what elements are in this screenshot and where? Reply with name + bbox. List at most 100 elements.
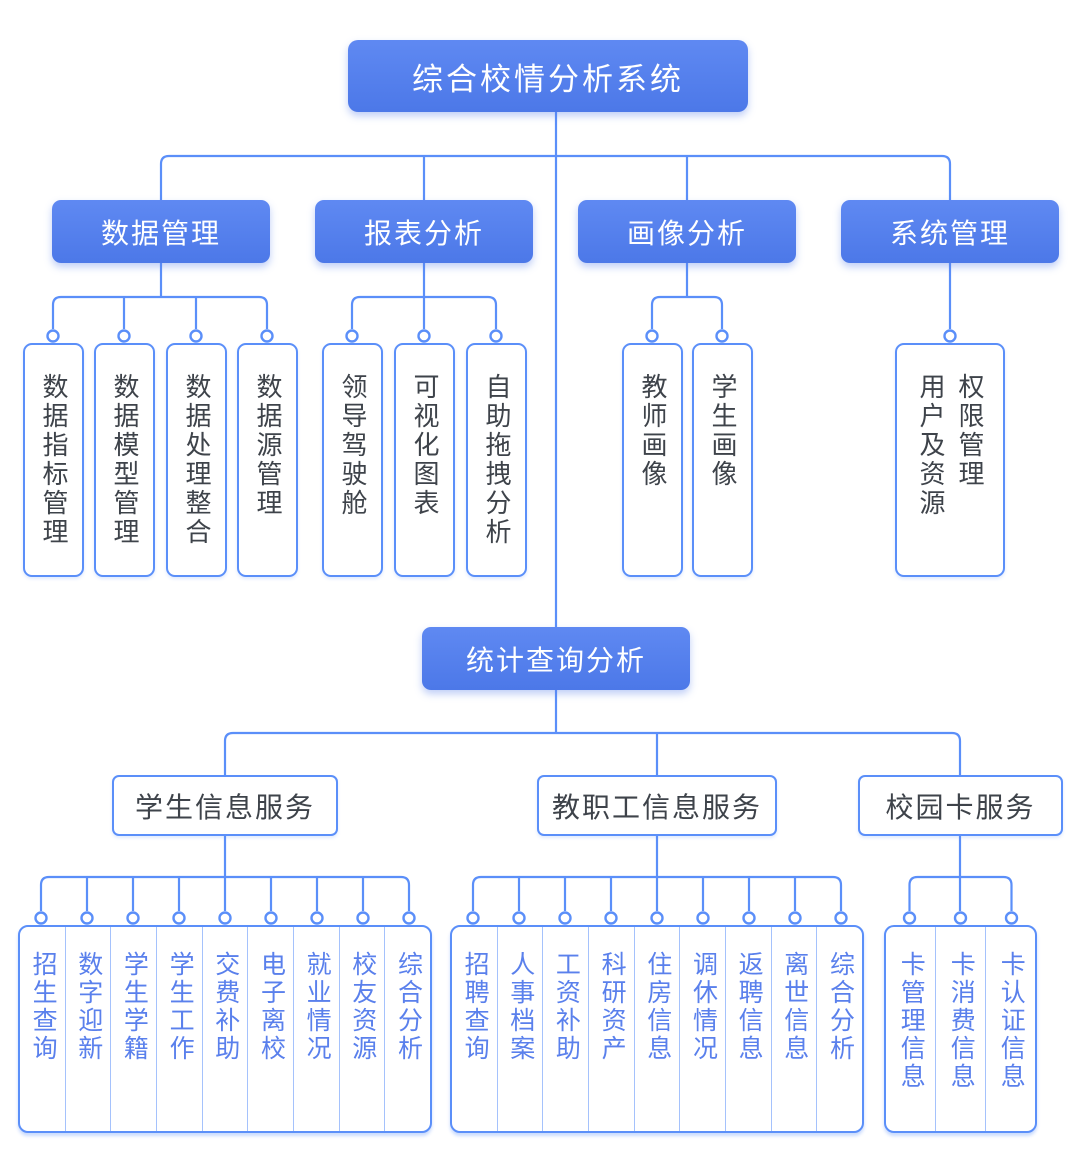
leaf-cell: 学生工作 (156, 927, 202, 1131)
leaf-cell: 综合分析 (384, 927, 430, 1131)
leaf-cell: 招生查询 (20, 927, 65, 1131)
wire-service-rail (223, 731, 962, 775)
wire-groupB (471, 836, 843, 911)
connector-dot (834, 911, 848, 925)
connector-dot (902, 911, 917, 925)
leaf-cell-label: 综合分析 (826, 951, 855, 1063)
leaf-cell-label: 科研资产 (598, 951, 627, 1063)
connector-dot (402, 911, 416, 925)
connector-dot (46, 329, 60, 343)
node-system-management: 系统管理 (841, 200, 1059, 263)
leaf-cell: 调休情况 (679, 927, 725, 1131)
connector-dot (650, 911, 664, 925)
connector-dot (489, 329, 503, 343)
leaf-cell: 卡消费信息 (935, 927, 985, 1131)
group-card-items: 卡管理信息 卡消费信息 卡认证信息 (884, 925, 1037, 1133)
leaf-cell: 数字迎新 (64, 927, 111, 1131)
connector-dot (742, 911, 756, 925)
connector-dot (788, 911, 802, 925)
node-data-management: 数据管理 (52, 200, 270, 263)
leaf-cell: 人事档案 (496, 927, 543, 1131)
connector-dot (218, 911, 232, 925)
node-label: 数据模型管理 (109, 373, 140, 547)
leaf-cell-label: 卡管理信息 (897, 951, 926, 1091)
node-data-model: 数据模型管理 (93, 343, 155, 577)
node-data-indicator: 数据指标管理 (22, 343, 84, 577)
node-label: 数据处理整合 (181, 373, 212, 547)
node-statistics-query: 统计查询分析 (422, 627, 690, 690)
node-label: 数据源管理 (252, 373, 283, 518)
leaf-cell: 科研资产 (588, 927, 634, 1131)
node-report-analysis: 报表分析 (315, 200, 533, 263)
leaf-cell-label: 招聘查询 (461, 951, 490, 1063)
leaf-cell-label: 学生学籍 (120, 951, 149, 1063)
leaf-cell: 学生学籍 (110, 927, 156, 1131)
connector-dot (604, 911, 618, 925)
connector-dot (417, 329, 431, 343)
leaf-cell: 就业情况 (293, 927, 339, 1131)
node-root: 综合校情分析系统 (348, 40, 748, 112)
connector-dot (466, 911, 480, 925)
node-data-source: 数据源管理 (236, 343, 298, 577)
leaf-cell: 校友资源 (338, 927, 385, 1131)
connector-dot (126, 911, 140, 925)
node-campus-card-service: 校园卡服务 (858, 775, 1063, 836)
node-staff-info-service: 教职工信息服务 (537, 775, 777, 836)
wire-groupA (39, 836, 411, 911)
leaf-cell: 综合分析 (816, 927, 862, 1131)
leaf-cell: 卡管理信息 (886, 927, 935, 1131)
connector-dot (696, 911, 710, 925)
node-label: 教师画像 (637, 373, 668, 489)
leaf-cell-label: 返聘信息 (735, 951, 764, 1063)
connector-dot (645, 329, 659, 343)
node-label: 学生画像 (707, 373, 738, 489)
leaf-cell-label: 招生查询 (29, 951, 58, 1063)
wire-branch1 (51, 263, 269, 329)
leaf-cell-label: 电子离校 (257, 951, 286, 1063)
leaf-cell-label: 工资补助 (552, 951, 581, 1063)
connector-dot (512, 911, 526, 925)
wire-groupC (908, 836, 1013, 911)
node-user-resource-permission: 用户及资源权限管理 (895, 343, 1005, 577)
connector-dot (117, 329, 131, 343)
connector-dots (34, 329, 1019, 925)
leaf-cell-label: 离世信息 (780, 951, 809, 1063)
connector-dot (345, 329, 359, 343)
leaf-cell: 交费补助 (201, 927, 248, 1131)
node-label: 可视化图表 (409, 373, 440, 518)
connector-dot (260, 329, 274, 343)
node-label: 自助拖拽分析 (481, 373, 512, 547)
leaf-cell-label: 人事档案 (506, 951, 535, 1063)
connector-dot (1004, 911, 1019, 925)
group-staff-items: 招聘查询 人事档案 工资补助 科研资产 住房信息 调休情况 返聘信息 离世信息 … (450, 925, 864, 1133)
leaf-cell-label: 综合分析 (394, 951, 423, 1063)
wire-branch3 (650, 263, 724, 329)
leaf-cell: 卡认证信息 (985, 927, 1035, 1131)
connector-dot (715, 329, 729, 343)
leaf-cell: 招聘查询 (452, 927, 497, 1131)
connector-dot (356, 911, 370, 925)
leaf-cell-label: 卡认证信息 (997, 951, 1026, 1091)
node-label: 领导驾驶舱 (337, 373, 368, 518)
node-label: 用户及资源权限管理 (916, 373, 985, 518)
group-student-items: 招生查询 数字迎新 学生学籍 学生工作 交费补助 电子离校 就业情况 校友资源 … (18, 925, 432, 1133)
node-data-processing: 数据处理整合 (165, 343, 227, 577)
wire-branch2 (350, 263, 498, 329)
node-leader-cockpit: 领导驾驶舱 (321, 343, 383, 577)
node-selfservice-dragdrop: 自助拖拽分析 (465, 343, 527, 577)
connector-dot (943, 329, 957, 343)
leaf-cell-label: 住房信息 (643, 951, 672, 1063)
leaf-cell-label: 校友资源 (348, 951, 377, 1063)
connector-dot (189, 329, 203, 343)
leaf-cell-label: 就业情况 (303, 951, 332, 1063)
connector-dot (172, 911, 186, 925)
node-teacher-profile: 教师画像 (621, 343, 683, 577)
connector-dot (310, 911, 324, 925)
leaf-cell-label: 调休情况 (689, 951, 718, 1063)
leaf-cell-label: 交费补助 (211, 951, 240, 1063)
node-visual-charts: 可视化图表 (393, 343, 455, 577)
connector-dot (80, 911, 94, 925)
node-profile-analysis: 画像分析 (578, 200, 796, 263)
leaf-cell-label: 数字迎新 (74, 951, 103, 1063)
